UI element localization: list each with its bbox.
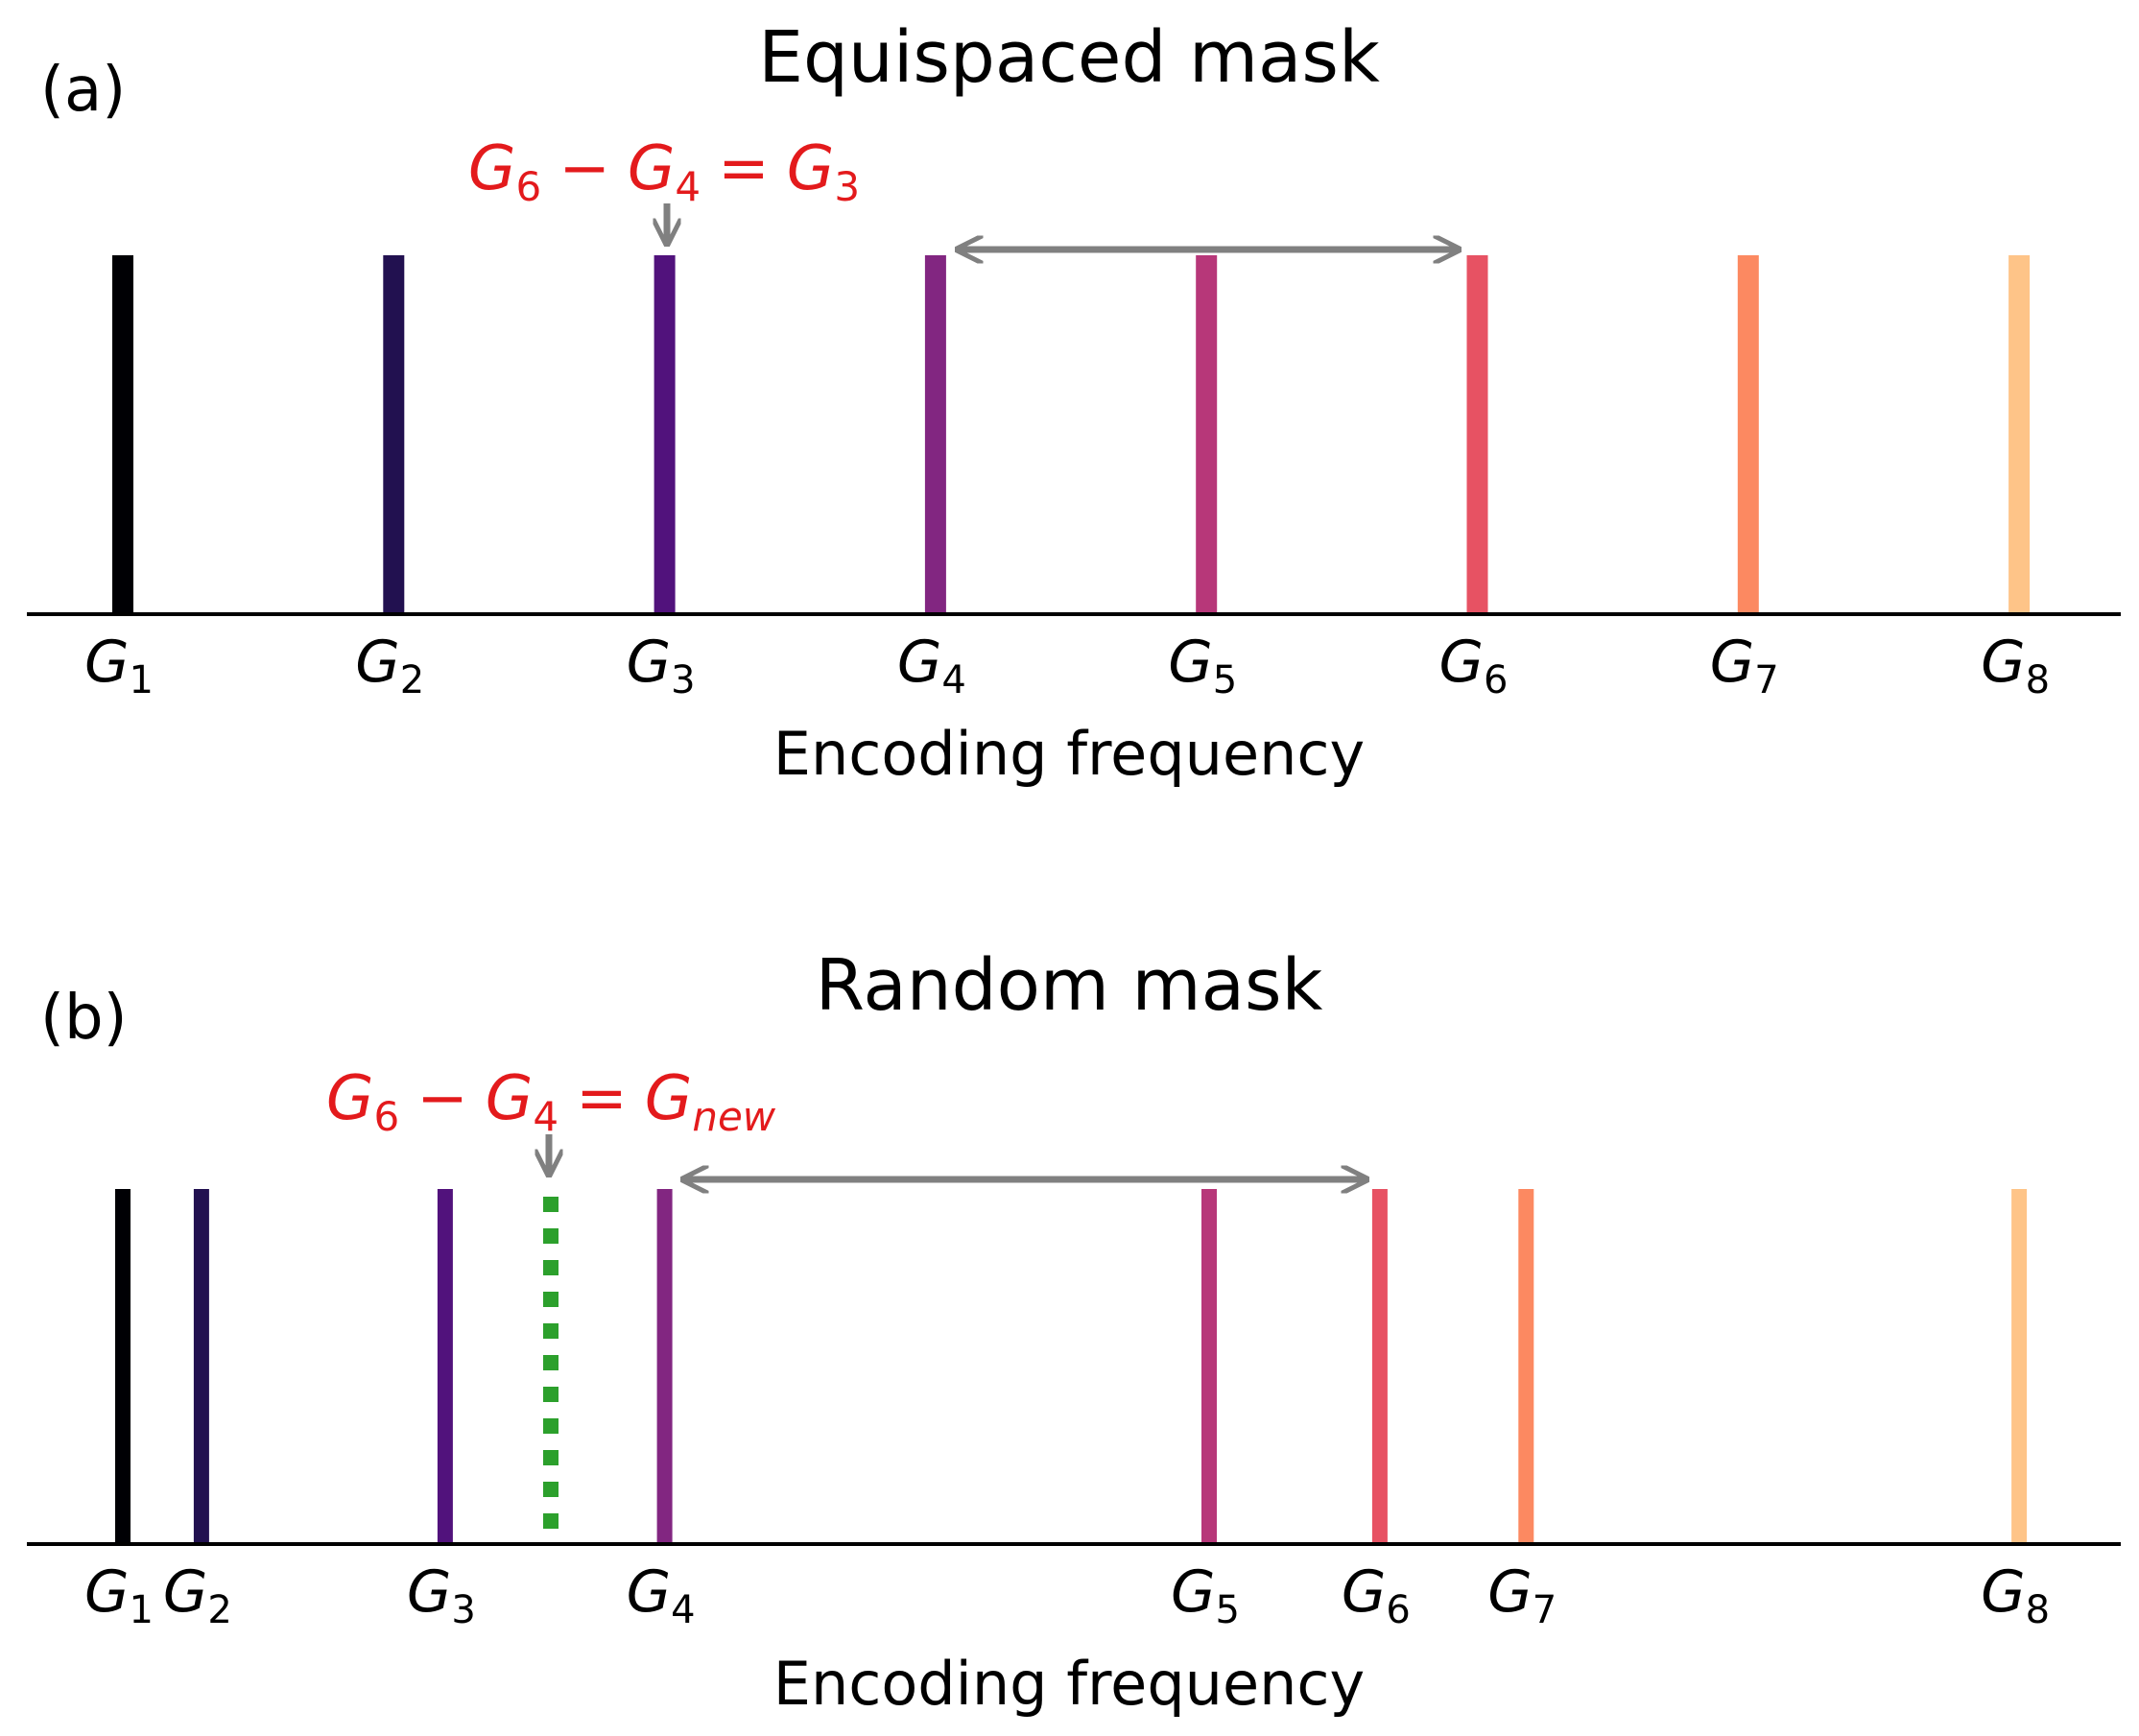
panel-b-tick-label-5: G5: [1171, 1558, 1240, 1632]
panel-a-equation: G6−G4=G3: [468, 133, 860, 210]
panel-a-bar-2: [383, 255, 405, 612]
panel-b-bar-4: [656, 1189, 673, 1542]
eq-a-result-base: G: [787, 133, 835, 204]
panel-b-label: (b): [40, 983, 128, 1054]
panel-a-bar-8: [2008, 255, 2031, 612]
eq-a-minus: −: [559, 133, 610, 204]
panel-a-tick-label-8: G8: [1981, 629, 2050, 702]
eq-a-right-sub: 4: [675, 163, 701, 210]
panel-a-bar-1: [112, 255, 133, 612]
eq-a-left-sub: 6: [515, 163, 541, 210]
panel-a-tick-label-4: G4: [897, 629, 966, 702]
panel-b-tick-label-7: G7: [1487, 1558, 1557, 1632]
panel-b-title: Random mask: [816, 944, 1323, 1027]
panel-b-tick-label-6: G6: [1342, 1558, 1411, 1632]
panel-b-equation: G6−G4=Gnew: [326, 1063, 776, 1140]
panel-a-label: (a): [40, 55, 126, 126]
panel-a-tick-label-5: G5: [1168, 629, 1237, 702]
eq-a-equals: =: [718, 133, 770, 204]
panel-a-bar-6: [1466, 255, 1488, 612]
eq-a-result-sub: 3: [834, 163, 860, 210]
panel-b-bar-1: [115, 1189, 131, 1542]
panel-a-bar-5: [1196, 255, 1218, 612]
panel-a-tick-label-2: G2: [355, 629, 424, 702]
panel-b-tick-label-4: G4: [627, 1558, 696, 1632]
eq-b-result-base: G: [645, 1063, 693, 1134]
panel-a-bar-3: [654, 255, 676, 612]
panel-b-bar-5: [1201, 1189, 1217, 1542]
panel-b-bars: [115, 1189, 2028, 1542]
panel-b-bar-8: [2011, 1189, 2028, 1542]
panel-a-title: Equispaced mask: [758, 16, 1380, 99]
eq-b-result-sub: new: [692, 1093, 775, 1140]
panel-b-tick-label-3: G3: [407, 1558, 476, 1632]
eq-a-right-base: G: [628, 133, 676, 204]
panel-a-bar-7: [1737, 255, 1759, 612]
eq-b-minus: −: [416, 1063, 468, 1134]
panel-b-tick-label-2: G2: [163, 1558, 232, 1632]
panel-b-bar-3: [437, 1189, 453, 1542]
panel-b-tick-label-1: G1: [84, 1558, 154, 1632]
panel-b-tick-label-8: G8: [1981, 1558, 2050, 1632]
panel-a-tick-labels: G1 G2 G3 G4 G5 G6 G7 G8: [84, 629, 2050, 702]
eq-b-left-sub: 6: [373, 1093, 399, 1140]
panel-b-bar-2: [193, 1189, 209, 1542]
panel-a-bar-4: [924, 255, 946, 612]
eq-b-right-base: G: [486, 1063, 534, 1134]
eq-a-left-base: G: [468, 133, 516, 204]
eq-b-equals: =: [576, 1063, 628, 1134]
eq-b-left-base: G: [326, 1063, 374, 1134]
panel-a-tick-label-7: G7: [1710, 629, 1779, 702]
panel-a-tick-label-6: G6: [1439, 629, 1509, 702]
panel-b-bar-7: [1518, 1189, 1534, 1542]
eq-b-right-sub: 4: [533, 1093, 559, 1140]
panel-a-bars: [112, 255, 2031, 612]
panel-a-tick-label-1: G1: [84, 629, 154, 702]
panel-b-bar-6: [1371, 1189, 1388, 1542]
panel-b-xlabel: Encoding frequency: [773, 1649, 1365, 1719]
panel-a-xlabel: Encoding frequency: [773, 719, 1365, 789]
panel-a-tick-label-3: G3: [627, 629, 696, 702]
